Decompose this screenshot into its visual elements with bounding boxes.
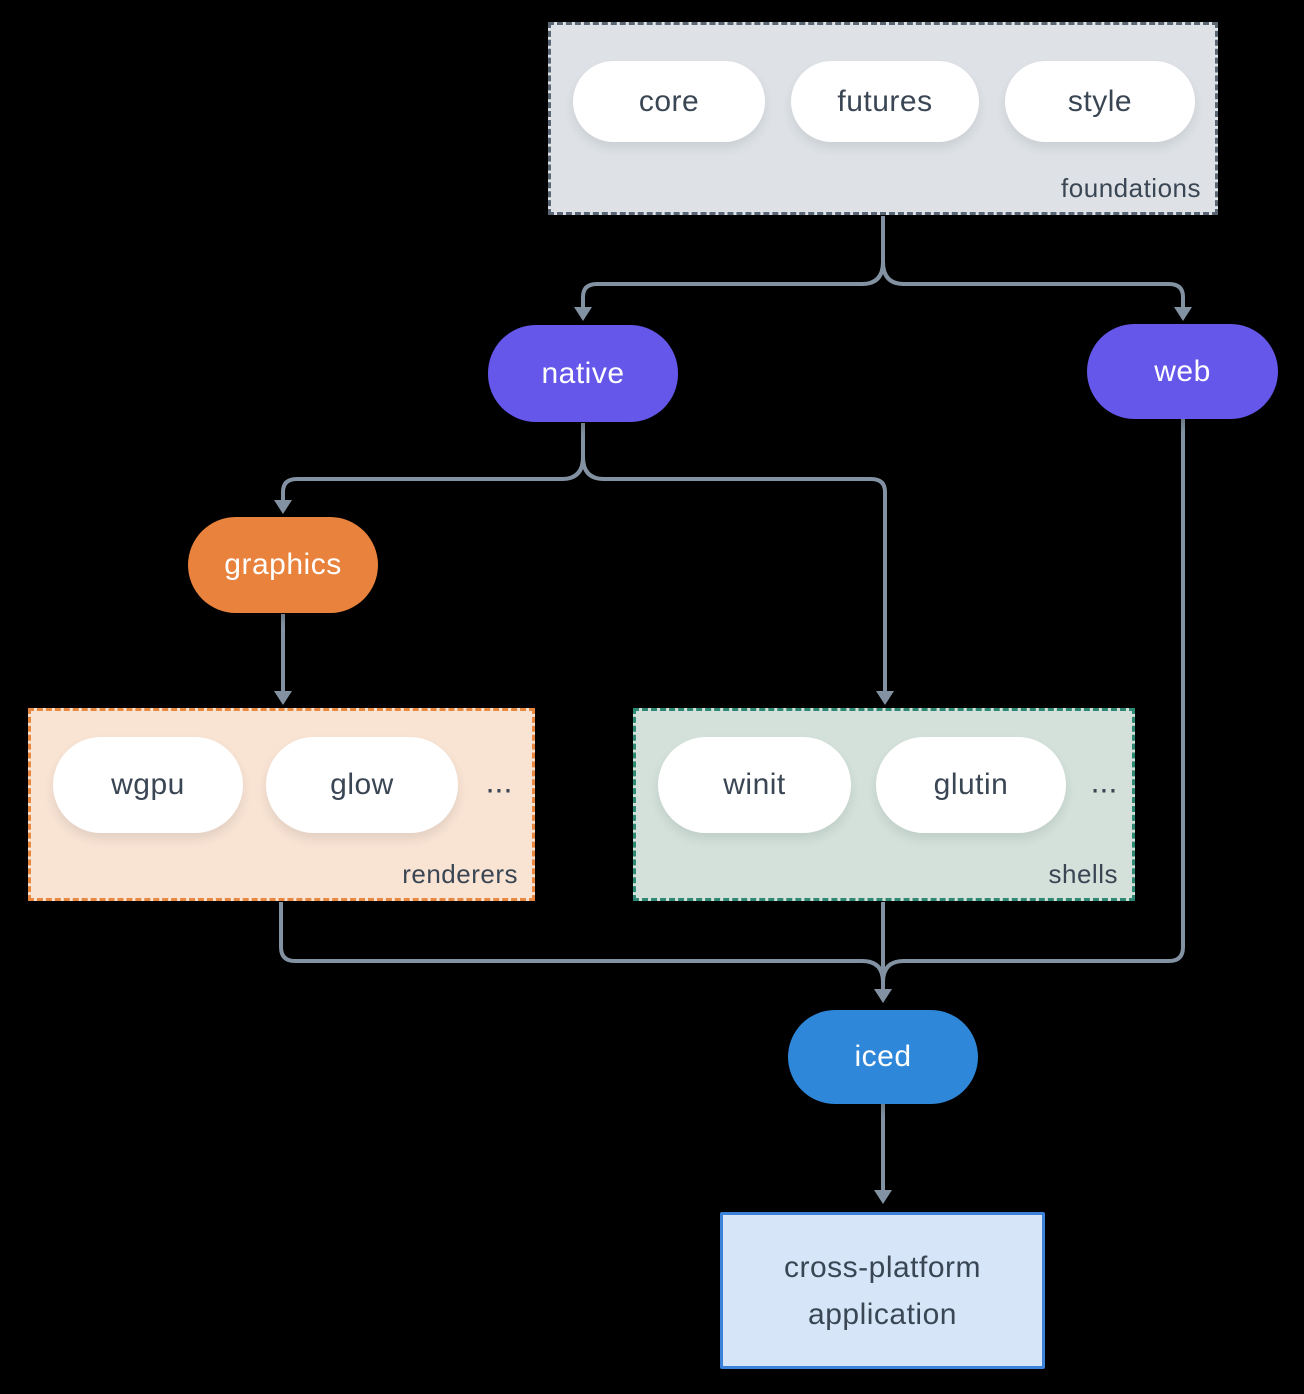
edge-web-iced [881, 419, 1185, 983]
group-label-renderers: renderers [402, 859, 518, 889]
node-glow: glow [266, 737, 458, 833]
renderers-ellipsis: ... [485, 763, 513, 800]
group-foundations: core futures style foundations [548, 22, 1218, 215]
node-glutin: glutin [876, 737, 1066, 833]
edge-foundations-native [574, 216, 885, 321]
edge-renderers-iced [279, 902, 885, 983]
group-shells: winit glutin ... shells [633, 708, 1135, 901]
group-renderers: wgpu glow ... renderers [28, 708, 535, 901]
node-style: style [1005, 61, 1195, 142]
edge-foundations-web [881, 216, 1192, 321]
edge-native-graphics [274, 423, 585, 514]
node-iced: iced [788, 1010, 978, 1104]
node-web: web [1087, 324, 1278, 419]
node-wgpu: wgpu [53, 737, 243, 833]
node-futures: futures [791, 61, 979, 142]
node-core: core [573, 61, 765, 142]
shells-ellipsis: ... [1090, 763, 1118, 800]
node-graphics: graphics [188, 517, 378, 613]
group-label-shells: shells [1048, 859, 1118, 889]
edge-native-shells [581, 423, 894, 705]
group-label-foundations: foundations [1061, 173, 1201, 203]
node-cross-platform-application: cross-platform application [720, 1212, 1045, 1369]
node-native: native [488, 325, 678, 422]
node-winit: winit [658, 737, 851, 833]
